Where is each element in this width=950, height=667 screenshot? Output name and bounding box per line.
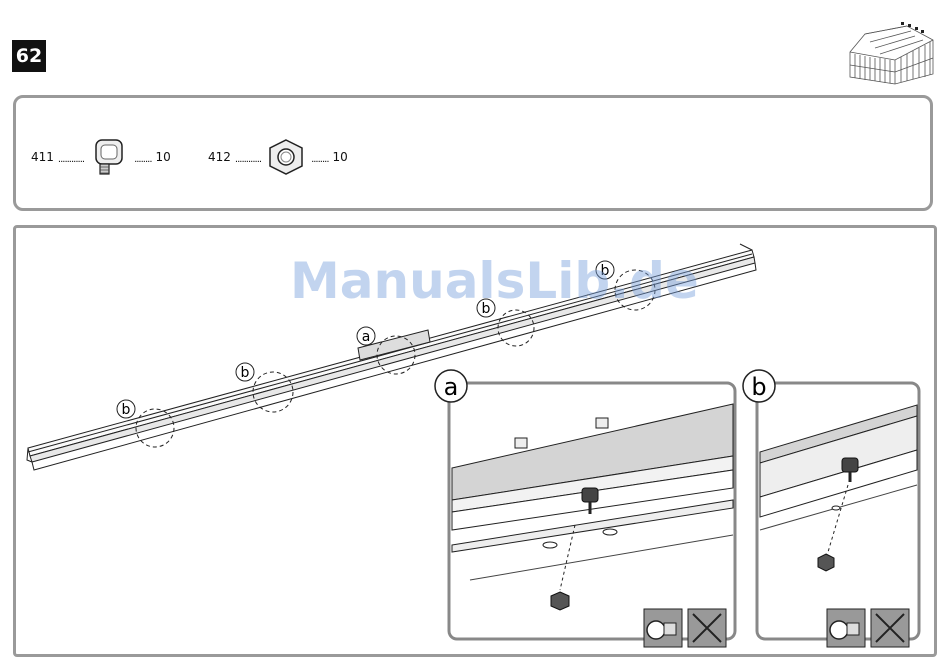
- svg-text:b: b: [122, 402, 131, 418]
- detail-a-label: a: [444, 373, 459, 401]
- detail-a: a: [435, 370, 735, 639]
- callout-label-b2: b: [236, 363, 254, 381]
- nut-icon: [830, 621, 848, 639]
- nut-icon: [647, 621, 665, 639]
- svg-text:b: b: [241, 365, 250, 381]
- bolt-icon: [664, 623, 676, 635]
- callout-label-b1: b: [117, 400, 135, 418]
- svg-text:a: a: [362, 329, 371, 345]
- detail-b-label: b: [751, 373, 766, 401]
- detail-b: b: [743, 370, 919, 639]
- bolt-icon: [847, 623, 859, 635]
- watermark: ManualsLib.de: [290, 252, 699, 310]
- callout-label-a: a: [357, 327, 375, 345]
